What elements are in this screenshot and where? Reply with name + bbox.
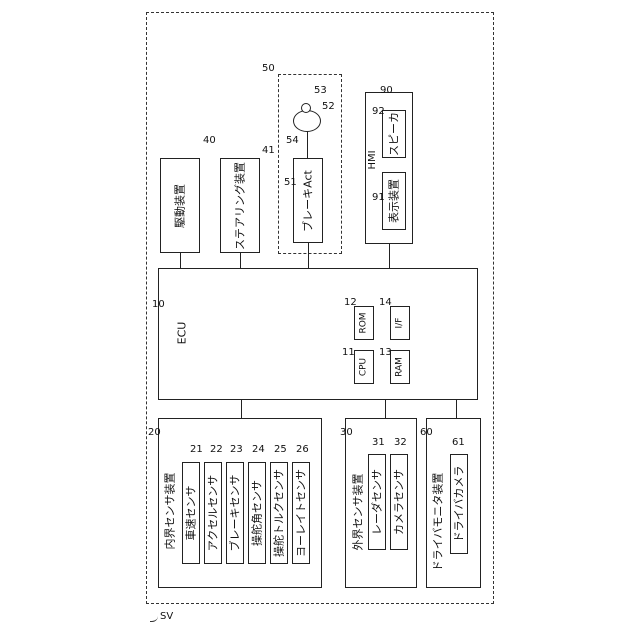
brake-sensor-box: ブレーキセンサ [226,462,244,564]
steering-device-box: ステアリング装置 [220,158,260,253]
driver-camera-label: ドライバカメラ [454,466,465,543]
ecu-internal-line [241,400,242,418]
brake-actuator-box: ブレーキAct [293,158,323,243]
iface-box: I/F [390,306,410,340]
wheel-ref: 52 [322,102,335,112]
steering-angle-sensor-label: 操舵角センサ [252,480,263,546]
hmi-label-wrap: HMI [366,140,380,180]
driver-monitor-label-wrap: ドライバモニタ装置 [430,462,446,582]
cpu-ref: 11 [342,348,355,358]
disc-icon [301,103,311,113]
ecu-monitor-line [456,400,457,418]
wheel-icon [293,110,321,132]
external-sensor-label-wrap: 外界センサ装置 [350,462,366,562]
steering-device-label: ステアリング装置 [235,162,246,250]
vehicle-speed-sensor-label: 車速センサ [186,486,197,541]
iface-ref: 14 [379,298,392,308]
vehicle-ref-label: SV [160,612,173,622]
speaker-box: スピーカ [382,110,406,158]
radar-sensor-box: レーダセンサ [368,454,386,550]
brake-group-ref: 50 [262,64,275,74]
vehicle-speed-sensor-ref: 21 [190,445,203,455]
accelerator-sensor-ref: 22 [210,445,223,455]
accelerator-sensor-box: アクセルセンサ [204,462,222,564]
yaw-rate-sensor-label: ヨーレイトセンサ [296,469,307,557]
brake-line [307,130,308,158]
ram-box: RAM [390,350,410,384]
camera-sensor-box: カメラセンサ [390,454,408,550]
driver-monitor-ref: 60 [420,428,433,438]
hmi-ref: 90 [380,86,393,96]
accelerator-sensor-label: アクセルセンサ [208,475,219,551]
radar-sensor-label: レーダセンサ [372,469,383,535]
camera-sensor-ref: 32 [394,438,407,448]
speaker-label: スピーカ [389,112,400,156]
drive-ecu-line [180,253,181,268]
rom-label: ROM [360,312,369,333]
external-sensor-label: 外界センサ装置 [353,474,364,551]
brake-sensor-ref: 23 [230,445,243,455]
brake-actuator-label: ブレーキAct [303,170,314,232]
iface-label: I/F [396,318,405,329]
ecu-box [158,268,478,400]
display-device-ref: 91 [372,193,385,203]
vehicle-speed-sensor-box: 車速センサ [182,462,200,564]
brake-sensor-label: ブレーキセンサ [230,475,241,552]
ram-ref: 13 [379,348,392,358]
drive-device-ref: 40 [203,136,216,146]
brake-ecu-line [308,243,309,268]
yaw-rate-sensor-box: ヨーレイトセンサ [292,462,310,564]
steering-torque-sensor-label: 操舵トルクセンサ [274,469,285,557]
line-ref: 54 [286,136,299,146]
cpu-label: CPU [360,358,369,376]
ecu-ref: 10 [152,300,165,310]
rom-box: ROM [354,306,374,340]
hmi-label: HMI [368,150,378,169]
internal-sensor-label-wrap: 内界センサ装置 [162,466,178,556]
ecu-external-line [385,400,386,418]
display-device-label: 表示装置 [389,179,400,223]
radar-sensor-ref: 31 [372,438,385,448]
steering-angle-sensor-ref: 24 [252,445,265,455]
brake-actuator-ref: 51 [284,178,297,188]
display-device-box: 表示装置 [382,172,406,230]
ram-label: RAM [396,357,405,377]
drive-device-label: 駆動装置 [175,184,186,228]
internal-sensor-label: 内界センサ装置 [165,473,176,550]
driver-monitor-label: ドライバモニタ装置 [433,473,444,572]
steering-angle-sensor-box: 操舵角センサ [248,462,266,564]
steering-ecu-line [240,253,241,268]
hmi-ecu-line [389,244,390,268]
driver-camera-box: ドライバカメラ [450,454,468,554]
external-sensor-ref: 30 [340,428,353,438]
speaker-ref: 92 [372,107,385,117]
yaw-rate-sensor-ref: 26 [296,445,309,455]
steering-torque-sensor-box: 操舵トルクセンサ [270,462,288,564]
internal-sensor-ref: 20 [148,428,161,438]
vehicle-ref-leader [150,616,158,622]
disc-ref: 53 [314,86,327,96]
camera-sensor-label: カメラセンサ [394,469,405,535]
steering-torque-sensor-ref: 25 [274,445,287,455]
steering-device-ref: 41 [262,146,275,156]
driver-camera-ref: 61 [452,438,465,448]
cpu-box: CPU [354,350,374,384]
ecu-label: ECU [177,322,188,345]
rom-ref: 12 [344,298,357,308]
drive-device-box: 駆動装置 [160,158,200,253]
ecu-label-wrap: ECU [175,318,189,348]
